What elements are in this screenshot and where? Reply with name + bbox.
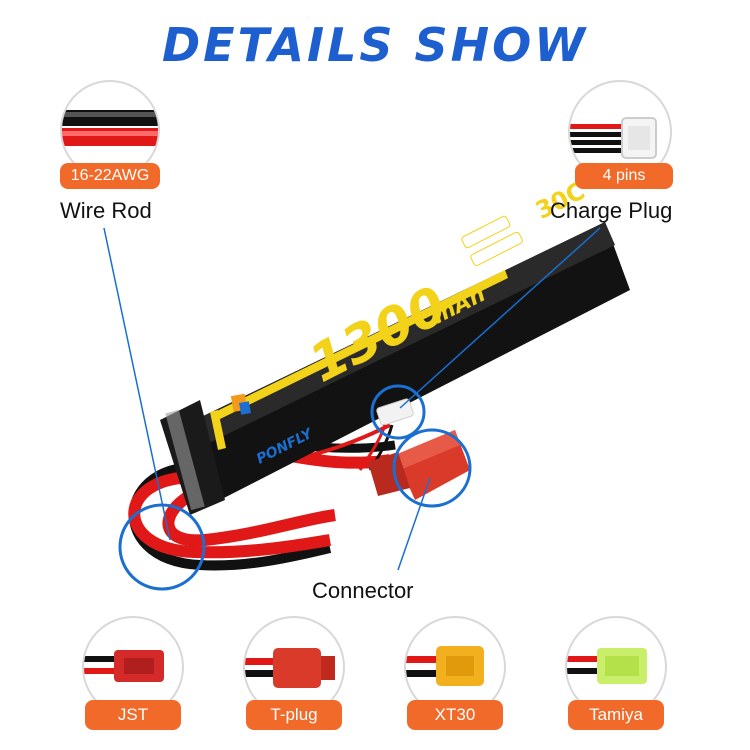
connector-label: Connector [312,578,414,603]
xt30-connector-icon [406,646,484,686]
charge-plug-icon [570,117,657,159]
pin-count-badge: 4 pins [575,163,673,189]
jst-connector-icon [84,650,164,682]
charge-plug-label: Charge Plug [550,198,673,223]
callout-lines [103,227,601,571]
wire-rod-label: Wire Rod [60,198,152,223]
jst-option-label[interactable]: JST [85,700,181,730]
t-plug-connector-icon [245,648,335,688]
tamiya-option-label[interactable]: Tamiya [568,700,664,730]
t-connector [368,430,470,500]
tamiya-connector-icon [567,648,647,684]
page-title: DETAILS SHOW [161,18,589,72]
xt30-option-label[interactable]: XT30 [407,700,503,730]
wire-gauge-badge: 16-22AWG [60,163,160,189]
brand-logo [230,393,251,415]
wire-icon [62,110,158,146]
callout-circles [118,384,472,591]
t-plug-option-label[interactable]: T-plug [246,700,342,730]
